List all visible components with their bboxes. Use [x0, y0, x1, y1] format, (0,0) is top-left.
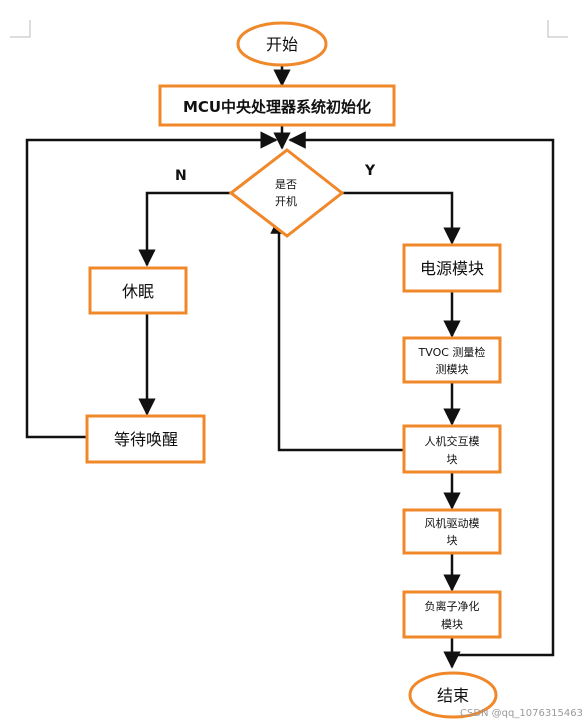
- no-branch-label: N: [175, 168, 187, 184]
- hmi-label-line2: 块: [447, 453, 458, 466]
- fan-node: [402, 508, 502, 555]
- fan-label-line1: 风机驱动模: [425, 516, 480, 530]
- decision-node: [228, 148, 345, 238]
- end-label: 结束: [437, 686, 469, 705]
- node-labels: 开始 MCU中央处理器系统初始化 是否 开机 休眠 等待唤醒 电源模块 TVOC…: [114, 35, 485, 705]
- hmi-label-line1: 人机交互模: [425, 434, 480, 448]
- sleep-label: 休眠: [122, 282, 154, 301]
- init-label: MCU中央处理器系统初始化: [183, 98, 371, 116]
- start-node: [236, 21, 328, 67]
- yes-branch-label: Y: [364, 163, 376, 179]
- end-node: [408, 671, 498, 719]
- tvoc-label-line1: TVOC 测量检: [418, 345, 486, 359]
- edge-hmi-back-to-decision: [270, 216, 404, 452]
- wait-wake-label: 等待唤醒: [114, 430, 178, 449]
- nodes: [85, 21, 502, 719]
- wait-wake-node: [85, 414, 206, 464]
- start-label: 开始: [266, 35, 298, 54]
- tvoc-label-line2: 测模块: [436, 363, 469, 376]
- ion-label-line1: 负离子净化: [425, 599, 480, 613]
- ion-label-line2: 模块: [441, 618, 463, 631]
- edge-decision-no-to-sleep: [138, 191, 231, 267]
- edge-wait-loop-back: [25, 131, 278, 439]
- ion-node: [402, 590, 502, 639]
- edges: [25, 64, 555, 669]
- edge-decision-yes-to-power: [342, 191, 461, 245]
- init-node: [158, 84, 396, 127]
- sleep-node: [88, 266, 188, 315]
- hmi-node: [402, 424, 502, 474]
- tvoc-node: [402, 336, 502, 384]
- decision-label-line2: 开机: [275, 194, 297, 208]
- fan-label-line2: 块: [447, 534, 458, 547]
- edge-right-loop-back: [288, 131, 555, 657]
- watermark: CSDN @qq_1076315463: [460, 708, 583, 719]
- power-label: 电源模块: [420, 259, 484, 278]
- power-node: [402, 243, 502, 293]
- page-corner-marks: [10, 20, 568, 38]
- decision-label-line1: 是否: [275, 178, 297, 191]
